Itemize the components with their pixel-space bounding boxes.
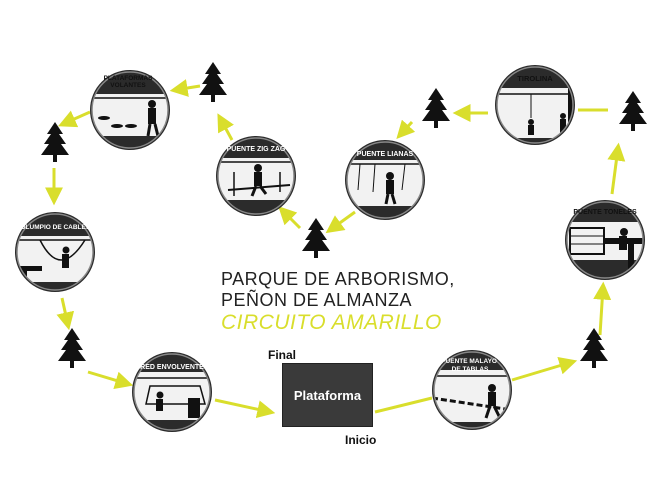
station-label: PUENTE ZIG ZAG bbox=[227, 146, 286, 153]
station-red-envolvente: RED ENVOLVENTE bbox=[132, 352, 212, 432]
station-tirolina: TIROLINA bbox=[495, 65, 575, 145]
path-segment bbox=[278, 206, 302, 230]
path-segment bbox=[56, 297, 75, 331]
path-segment bbox=[214, 398, 276, 419]
station-label: COLUMPIO DE CABLES bbox=[16, 224, 91, 231]
tree-icon bbox=[302, 218, 330, 258]
station-puente-toneles: PUENTE TONELES bbox=[565, 200, 645, 280]
path-segment bbox=[58, 110, 91, 128]
tree-icon bbox=[619, 91, 647, 131]
path-segment bbox=[607, 142, 626, 195]
path-segment bbox=[374, 396, 433, 414]
tree-icon bbox=[41, 122, 69, 162]
station-puente-malayo: PUENTE MALAYO DE TABLAS bbox=[432, 350, 512, 430]
station-label: TIROLINA bbox=[517, 74, 553, 83]
path-segment bbox=[169, 79, 201, 97]
platform-box: Plataforma bbox=[282, 363, 373, 427]
station-label-line1: PUENTE MALAYO bbox=[441, 358, 497, 365]
path-segment bbox=[593, 281, 612, 336]
platform-label: Plataforma bbox=[293, 387, 362, 403]
tree-icon bbox=[580, 328, 608, 368]
tree-icon bbox=[58, 328, 86, 368]
path-segment bbox=[217, 113, 234, 141]
circuit-name: CIRCUITO AMARILLO bbox=[221, 311, 442, 334]
station-label: PUENTE TONELES bbox=[573, 209, 637, 216]
path-segment bbox=[87, 370, 134, 389]
path-segment bbox=[511, 357, 578, 382]
station-puente-zig-zag: PUENTE ZIG ZAG bbox=[216, 136, 296, 216]
title-line-2: PEÑON DE ALMANZA bbox=[221, 290, 413, 310]
station-label-line1: PLATAFORMAS bbox=[104, 75, 154, 82]
title-line-1: PARQUE DE ARBORISMO, bbox=[221, 269, 455, 289]
tree-icon bbox=[199, 62, 227, 102]
path-segment bbox=[396, 119, 416, 139]
station-label: PUENTE LIANAS bbox=[357, 151, 414, 158]
station-label-line2: DE TABLAS bbox=[452, 366, 489, 373]
start-label: Inicio bbox=[345, 433, 377, 447]
station-label-line2: VOLANTES bbox=[110, 82, 146, 89]
station-label: PUENTE MALAYO DE TABLAS bbox=[441, 358, 499, 373]
path-segment bbox=[325, 210, 356, 234]
station-columpio-de-cables: COLUMPIO DE CABLES bbox=[15, 212, 95, 292]
final-label: Final bbox=[268, 348, 297, 362]
circuit-path bbox=[45, 79, 626, 419]
station-label: RED ENVOLVENTE bbox=[140, 364, 204, 371]
station-puente-lianas: PUENTE LIANAS bbox=[345, 140, 425, 220]
tree-icon bbox=[422, 88, 450, 128]
